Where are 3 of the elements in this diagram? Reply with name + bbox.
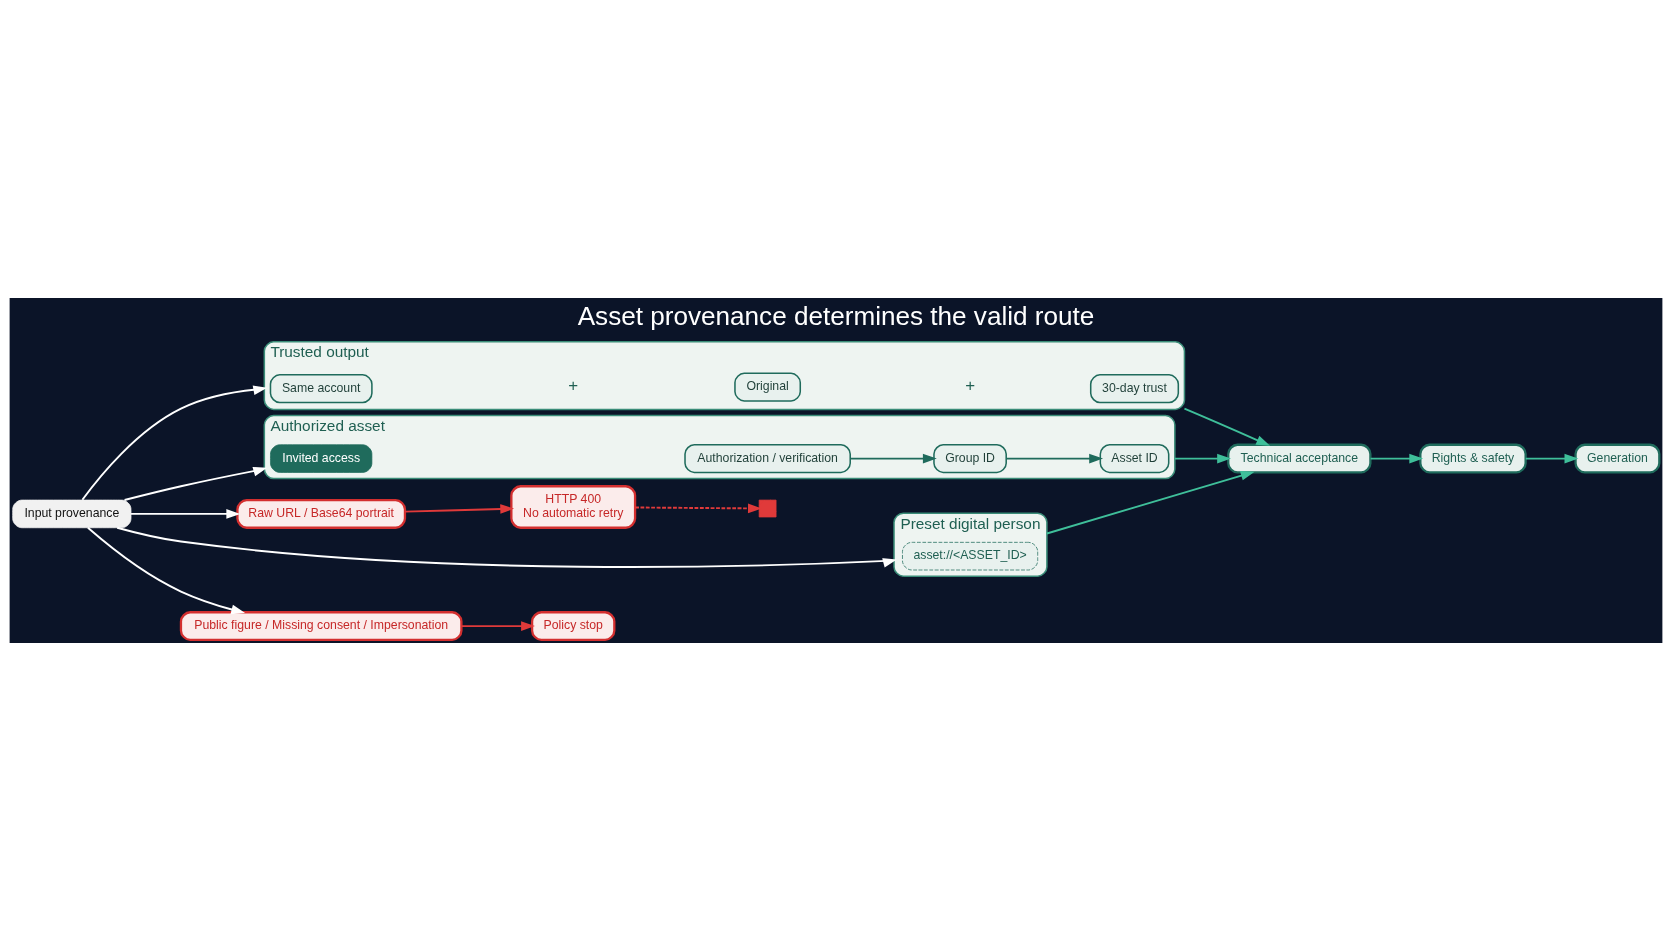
diagram-title: Asset provenance determines the valid route <box>577 301 1095 332</box>
label: + <box>965 376 976 396</box>
label: + <box>568 376 579 396</box>
